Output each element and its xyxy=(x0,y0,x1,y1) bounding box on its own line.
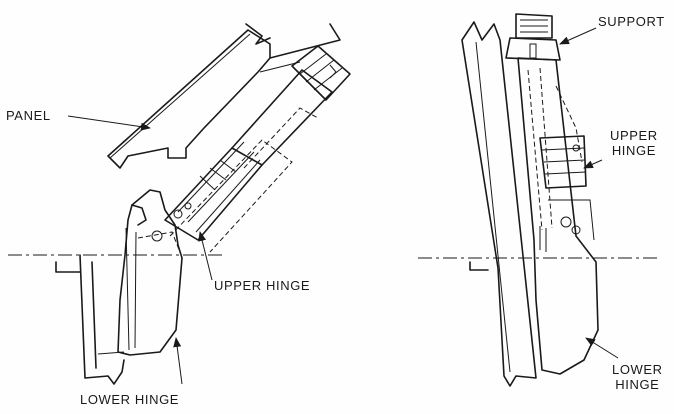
upper-hinge-right-leader xyxy=(583,159,603,169)
support-plate-slot xyxy=(529,43,537,59)
left-wall-step xyxy=(55,261,81,273)
panel-plate xyxy=(107,29,271,169)
lower-hinge-left-leader xyxy=(173,337,183,385)
upper-hinge-right xyxy=(539,135,587,189)
lower-hinge-right-outline xyxy=(548,199,595,241)
right-column xyxy=(517,57,599,375)
panel-top-edge xyxy=(269,23,341,59)
support-block-right-lines xyxy=(520,19,548,33)
upper-hinge-left-leader xyxy=(198,231,213,281)
upper-hinge-right-bolt xyxy=(572,144,580,152)
upper-hinge-right-label: UPPER HINGE xyxy=(610,128,658,158)
left-view xyxy=(8,23,351,385)
right-step xyxy=(469,261,489,271)
support-leader xyxy=(559,27,597,45)
right-tall-member xyxy=(461,21,537,387)
lower-hinge-pivot xyxy=(151,230,163,242)
lower-hinge-right-pin-2 xyxy=(571,225,581,235)
upper-hinge-assembly xyxy=(164,139,293,253)
left-wall-inner xyxy=(91,261,97,369)
lower-hinge-right-pin-1 xyxy=(560,216,572,228)
left-wall-outline xyxy=(79,254,125,385)
upper-hinge-right-label-line2: HINGE xyxy=(611,143,656,158)
right-column-hidden-2 xyxy=(539,67,553,229)
upper-hinge-right-label-line1: UPPER xyxy=(610,128,658,143)
lower-hinge-left-label: LOWER HINGE xyxy=(80,392,180,407)
right-tall-inner xyxy=(475,41,511,373)
right-column-hidden-1 xyxy=(527,69,543,231)
support-arm-hidden xyxy=(243,107,319,169)
panel-top-inner xyxy=(259,61,301,73)
lower-hinge-right-label-line1: LOWER xyxy=(612,362,663,377)
lower-hinge-right-leader xyxy=(585,337,619,359)
lower-hinge-edge-2 xyxy=(125,227,130,351)
lower-hinge-edge xyxy=(134,231,137,349)
panel-leader xyxy=(67,115,151,131)
upper-hinge-left-label: UPPER HINGE xyxy=(214,278,311,293)
support-arm-left xyxy=(231,69,333,166)
lower-hinge-right-label: LOWER HINGE xyxy=(612,362,663,392)
panel-edge xyxy=(109,33,251,159)
support-block-lines xyxy=(299,53,343,91)
lower-hinge-lip xyxy=(131,204,147,226)
panel-label: PANEL xyxy=(6,108,51,123)
lower-hinge-hidden xyxy=(137,231,181,253)
right-view xyxy=(418,13,660,387)
support-block-left xyxy=(291,45,351,101)
upper-hinge-right-lines xyxy=(541,147,587,175)
support-block-right xyxy=(515,13,553,39)
support-plate-right xyxy=(505,37,561,61)
lower-hinge-right-marks xyxy=(539,226,547,252)
support-label: SUPPORT xyxy=(598,14,665,29)
panel-break xyxy=(245,23,271,45)
support-block-detail xyxy=(329,64,337,79)
lower-hinge-body xyxy=(117,189,183,356)
lower-hinge-right-label-line2: HINGE xyxy=(615,377,660,392)
